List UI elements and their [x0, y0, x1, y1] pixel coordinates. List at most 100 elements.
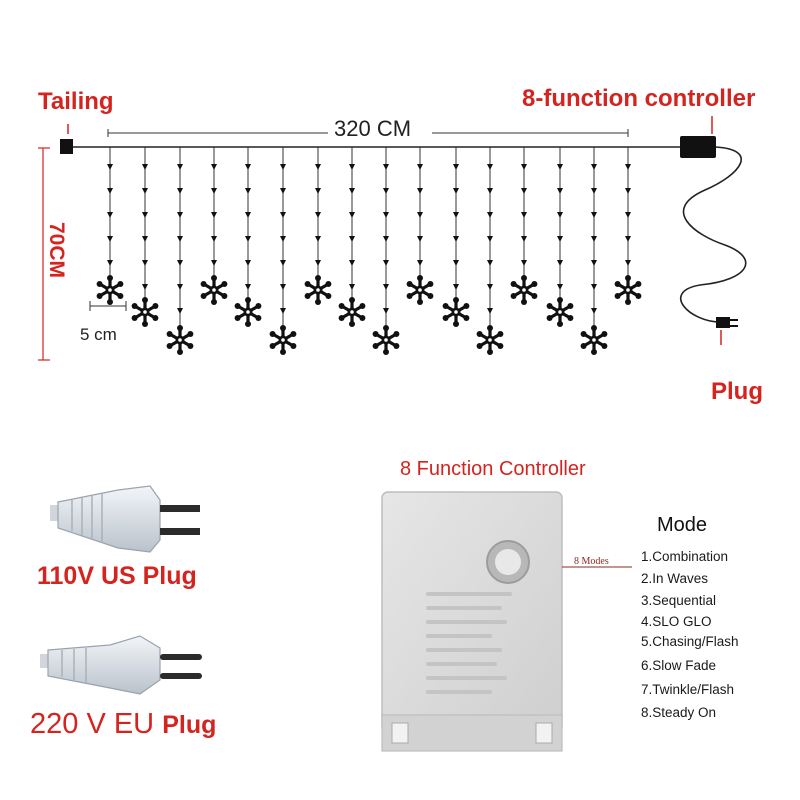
light-strand: [475, 147, 505, 357]
bulb: [107, 164, 113, 170]
snowflake-icon: [337, 295, 367, 329]
bulb: [625, 236, 631, 242]
bulb: [349, 164, 355, 170]
bulb: [557, 212, 563, 218]
bulb: [591, 188, 597, 194]
bulb: [383, 164, 389, 170]
bulb: [142, 284, 148, 290]
mode-item: 8.Steady On: [641, 705, 717, 720]
light-strand: [303, 147, 333, 307]
bulb: [142, 236, 148, 242]
bulb: [487, 212, 493, 218]
bulb: [177, 260, 183, 266]
bulb: [349, 284, 355, 290]
bulb: [417, 212, 423, 218]
bulb: [487, 164, 493, 170]
bulb: [521, 260, 527, 266]
bulb: [280, 308, 286, 314]
bulb: [245, 164, 251, 170]
bulb: [280, 260, 286, 266]
bulb: [142, 212, 148, 218]
bulb: [487, 188, 493, 194]
tailing-label: Tailing: [38, 88, 114, 115]
bulb: [521, 212, 527, 218]
mode-item: 4.SLO GLO: [641, 614, 712, 629]
bulb: [177, 284, 183, 290]
bulb: [349, 260, 355, 266]
light-strand: [337, 147, 367, 329]
mode-item: 1.Combination: [641, 549, 729, 564]
bulb: [142, 164, 148, 170]
bulb: [453, 188, 459, 194]
modes-title: Mode: [657, 514, 708, 536]
light-strand: [94, 147, 126, 307]
bulb: [211, 236, 217, 242]
bulb: [280, 188, 286, 194]
snowflake-icon: [612, 273, 644, 307]
plug-label: Plug: [711, 378, 763, 405]
bulb: [591, 164, 597, 170]
spacing-label: 5 cm: [80, 325, 117, 344]
bulb: [521, 236, 527, 242]
plug-small: [716, 317, 730, 328]
light-strand: [199, 147, 229, 307]
bulb: [453, 260, 459, 266]
bulb: [383, 260, 389, 266]
bulb: [453, 212, 459, 218]
mode-item: 6.Slow Fade: [641, 658, 717, 673]
snowflake-icon: [441, 295, 471, 329]
bulb: [177, 188, 183, 194]
bulb: [245, 284, 251, 290]
light-strands: [94, 147, 644, 357]
bulb: [315, 164, 321, 170]
bulb: [211, 188, 217, 194]
light-strand: [544, 147, 576, 329]
snowflake-icon: [475, 323, 505, 357]
bulb: [280, 284, 286, 290]
bulb: [383, 308, 389, 314]
bulb: [245, 188, 251, 194]
bulb: [107, 212, 113, 218]
snowflake-icon: [405, 273, 435, 307]
bulb: [107, 236, 113, 242]
bulb: [417, 188, 423, 194]
tailing-end-cap: [60, 139, 73, 154]
light-strand: [268, 147, 298, 357]
bulb: [591, 308, 597, 314]
bulb: [280, 236, 286, 242]
bulb: [349, 236, 355, 242]
bulb: [383, 188, 389, 194]
bulb: [383, 284, 389, 290]
bulb: [177, 308, 183, 314]
mode-item: 2.In Waves: [641, 571, 709, 586]
bulb: [211, 212, 217, 218]
bulb: [591, 212, 597, 218]
bulb: [245, 260, 251, 266]
bulb: [591, 284, 597, 290]
light-strand: [578, 147, 610, 357]
bulb: [280, 164, 286, 170]
width-dimension-label: 320 CM: [334, 116, 412, 141]
bulb: [245, 236, 251, 242]
light-strand: [233, 147, 263, 329]
bulb: [557, 164, 563, 170]
light-strand: [612, 147, 644, 307]
mode-item: 5.Chasing/Flash: [641, 634, 739, 649]
bulb: [453, 164, 459, 170]
bulb: [557, 236, 563, 242]
bulb: [521, 188, 527, 194]
bulb: [142, 260, 148, 266]
snowflake-icon: [578, 323, 610, 357]
bulb: [211, 164, 217, 170]
bulb: [557, 260, 563, 266]
light-strand: [405, 147, 435, 307]
bulb: [349, 212, 355, 218]
bulb: [591, 260, 597, 266]
snowflake-icon: [165, 323, 195, 357]
bulb: [557, 188, 563, 194]
bulb: [177, 212, 183, 218]
snowflake-icon: [233, 295, 263, 329]
bulb: [177, 236, 183, 242]
bulb: [315, 236, 321, 242]
